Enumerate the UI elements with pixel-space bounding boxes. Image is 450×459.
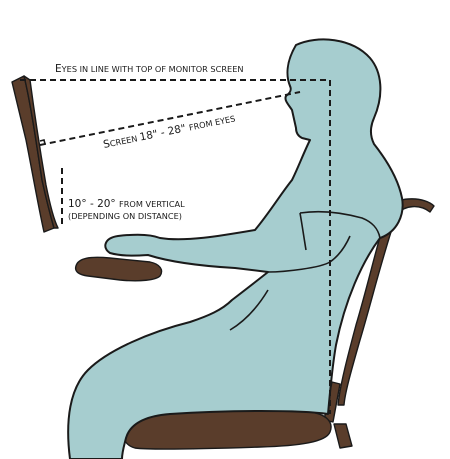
tilt-label-line2: (DEPENDING ON DISTANCE) — [68, 211, 182, 221]
screen-distance-range: 18" - 28" — [139, 122, 191, 144]
tilt-range: 10° - 20° — [68, 198, 119, 210]
tilt-label-line1: 10° - 20° FROM VERTICAL — [68, 198, 185, 210]
person-sleeve-line — [299, 212, 307, 251]
monitor-back — [23, 75, 59, 229]
screen-distance-suffix: FROM EYES — [188, 113, 236, 132]
screen-distance-initial: S — [102, 138, 111, 151]
person-body — [67, 38, 404, 459]
chair-backrest — [337, 198, 435, 406]
guide-lines — [20, 79, 331, 414]
person-shoulder-line — [299, 210, 381, 239]
eye-line-initial: E — [55, 63, 62, 75]
screen-distance-word: CREEN — [109, 133, 141, 149]
seated-person — [67, 38, 404, 459]
eye-line-rest: YES IN LINE WITH TOP OF MONITOR SCREEN — [61, 64, 244, 74]
tilt-from-vertical: FROM VERTICAL — [119, 199, 185, 209]
computer-monitor — [11, 75, 59, 233]
eye-line-label: EYES IN LINE WITH TOP OF MONITOR SCREEN — [55, 63, 244, 75]
keyboard — [74, 256, 163, 282]
office-chair — [123, 198, 435, 450]
viewing-distance-line — [39, 91, 301, 146]
right-angle-marker — [39, 139, 46, 145]
person-leg-line — [229, 289, 269, 331]
chair-support — [333, 423, 353, 449]
